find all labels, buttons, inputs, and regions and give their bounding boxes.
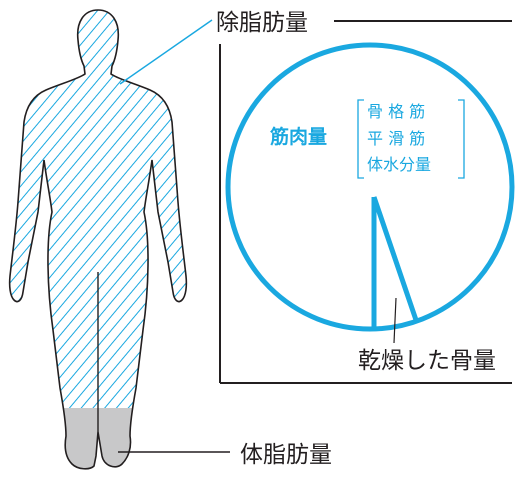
bone-wedge: [371, 196, 419, 328]
muscle-types-right-bracket: [458, 99, 465, 179]
muscle-mass-label: 筋肉量: [270, 125, 327, 148]
body-water-label: 体水分量: [367, 155, 431, 174]
lean-body-circle: [225, 42, 515, 332]
dry-bone-leader-line: [393, 297, 397, 344]
skeletal-muscle-label: 骨 格 筋: [367, 102, 425, 121]
smooth-muscle-label: 平 滑 筋: [367, 129, 425, 148]
lean-body-mass-leader-line: [119, 19, 213, 85]
dry-bone-mass-label: 乾燥した骨量: [358, 348, 496, 374]
lean-body-mass-label: 除脂肪量: [216, 10, 308, 36]
body-fat-mass-label: 体脂肪量: [240, 442, 332, 468]
human-body-figure: [8, 9, 188, 470]
muscle-types-left-bracket: [357, 99, 364, 179]
